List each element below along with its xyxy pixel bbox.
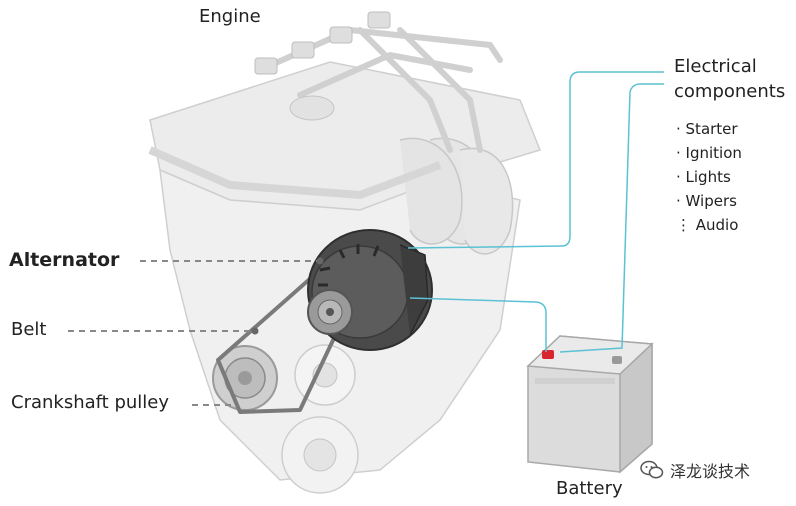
wechat-icon [640,460,664,479]
wire-alternator-to-components [407,71,664,249]
label-electrical-line-2: components [674,81,786,102]
battery-illustration [526,335,654,474]
injector-4 [367,11,391,29]
label-crankshaft-pulley: Crankshaft pulley [11,392,170,413]
leader-alternator-dot [316,257,324,265]
leader-belt-dot [251,327,259,335]
component-item: · Ignition [676,144,742,162]
watermark-text: 泽龙谈技术 [670,462,751,481]
component-item: ⋮ Audio [676,216,739,234]
fuel-rail [257,26,503,153]
label-alternator: Alternator [9,249,120,271]
injector-2 [291,41,315,59]
alternator-illustration [307,229,433,351]
wiring [407,71,664,353]
label-engine: Engine [199,6,261,27]
watermark: 泽龙谈技术 [640,458,750,482]
label-belt: Belt [11,319,47,340]
intake-runner-2 [459,147,514,255]
battery-positive-terminal [542,350,554,359]
component-item: · Wipers [676,192,737,210]
label-electrical-components: Electrical components [674,54,785,104]
leader-lines [68,260,318,406]
label-electrical-line-1: Electrical [674,56,757,77]
injector-1 [254,57,278,75]
wire-alternator-to-battery [409,297,547,352]
oil-cap [289,95,335,121]
component-item: · Starter [676,120,738,138]
intake-runner-3 [399,137,463,245]
component-item: · Lights [676,168,731,186]
component-list: · Starter · Ignition · Lights · Wipers ⋮… [676,117,742,237]
engine-cover-edge [148,146,442,200]
injector-3 [329,26,353,44]
battery-negative-terminal [612,356,622,364]
wire-battery-to-components [559,83,664,353]
label-battery: Battery [556,478,623,499]
